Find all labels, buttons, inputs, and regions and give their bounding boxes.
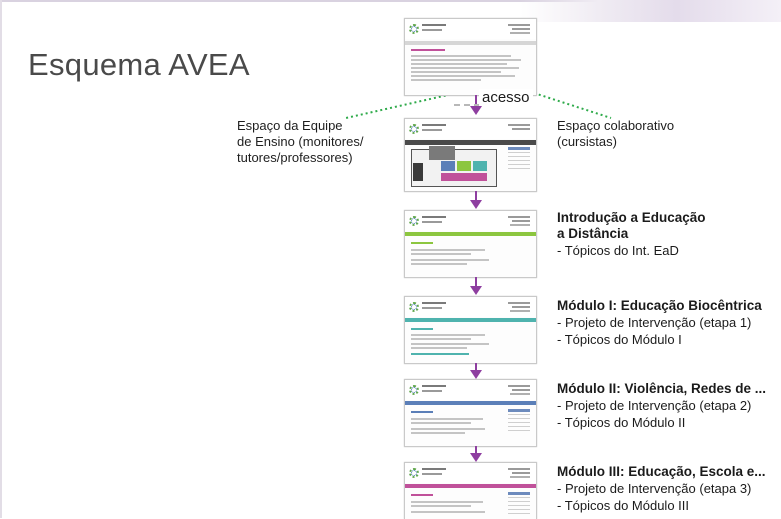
step-item: - Projeto de Intervenção (etapa 2): [557, 398, 752, 413]
step-modulo-1: Módulo I: Educação Biocêntrica - Projeto…: [557, 298, 781, 348]
arrow-line-5: [475, 446, 477, 454]
right-space-label: Espaço colaborativo (cursistas): [557, 118, 674, 150]
step-intro-ead: Introdução a Educação a Distância - Tópi…: [557, 210, 781, 259]
decorative-header-band: [520, 0, 781, 22]
arrow-head-4: [470, 370, 482, 379]
screenshot-intro-ead: [404, 210, 537, 278]
screenshot-modulo-1: [404, 296, 537, 364]
arrow-head-3: [470, 286, 482, 295]
step-modulo-3: Módulo III: Educação, Escola e... - Proj…: [557, 464, 781, 514]
left-label-line: tutores/professores): [237, 150, 353, 165]
step-item: - Projeto de Intervenção (etapa 3): [557, 481, 752, 496]
arrow-head-5: [470, 453, 482, 462]
left-label-line: Espaço da Equipe: [237, 118, 343, 133]
step-title: Módulo II: Violência, Redes de ...: [557, 381, 767, 396]
screenshot-home: [404, 18, 537, 96]
screenshot-modulo-2: [404, 379, 537, 447]
connector-right: [533, 92, 612, 119]
step-title: a Distância: [557, 226, 629, 241]
acesso-label: acesso: [479, 89, 533, 106]
screenshot-branch: [404, 118, 537, 192]
step-item: - Tópicos do Int. EaD: [557, 243, 679, 258]
right-label-line: (cursistas): [557, 134, 617, 149]
step-title: Introdução a Educação: [557, 210, 706, 225]
slide-top-border: [0, 0, 781, 2]
step-item: - Projeto de Intervenção (etapa 1): [557, 315, 752, 330]
arrow-line-2: [475, 191, 477, 201]
arrow-line-4: [475, 363, 477, 371]
left-space-label: Espaço da Equipe de Ensino (monitores/ t…: [237, 118, 363, 166]
arrow-line-1: [475, 95, 477, 107]
arrow-head-2: [470, 200, 482, 209]
slide-left-border: [0, 0, 2, 518]
step-modulo-2: Módulo II: Violência, Redes de ... - Pro…: [557, 381, 781, 431]
right-label-line: Espaço colaborativo: [557, 118, 675, 133]
slide-title: Esquema AVEA: [28, 47, 250, 82]
arrow-head-1: [470, 106, 482, 115]
screenshot-modulo-3: [404, 462, 537, 519]
step-title: Módulo I: Educação Biocêntrica: [557, 298, 762, 313]
step-item: - Tópicos do Módulo I: [557, 332, 682, 347]
step-item: - Tópicos do Módulo III: [557, 498, 689, 513]
step-title: Módulo III: Educação, Escola e...: [557, 464, 766, 479]
arrow-line-3: [475, 277, 477, 287]
left-label-line: de Ensino (monitores/: [237, 134, 364, 149]
step-item: - Tópicos do Módulo II: [557, 415, 686, 430]
